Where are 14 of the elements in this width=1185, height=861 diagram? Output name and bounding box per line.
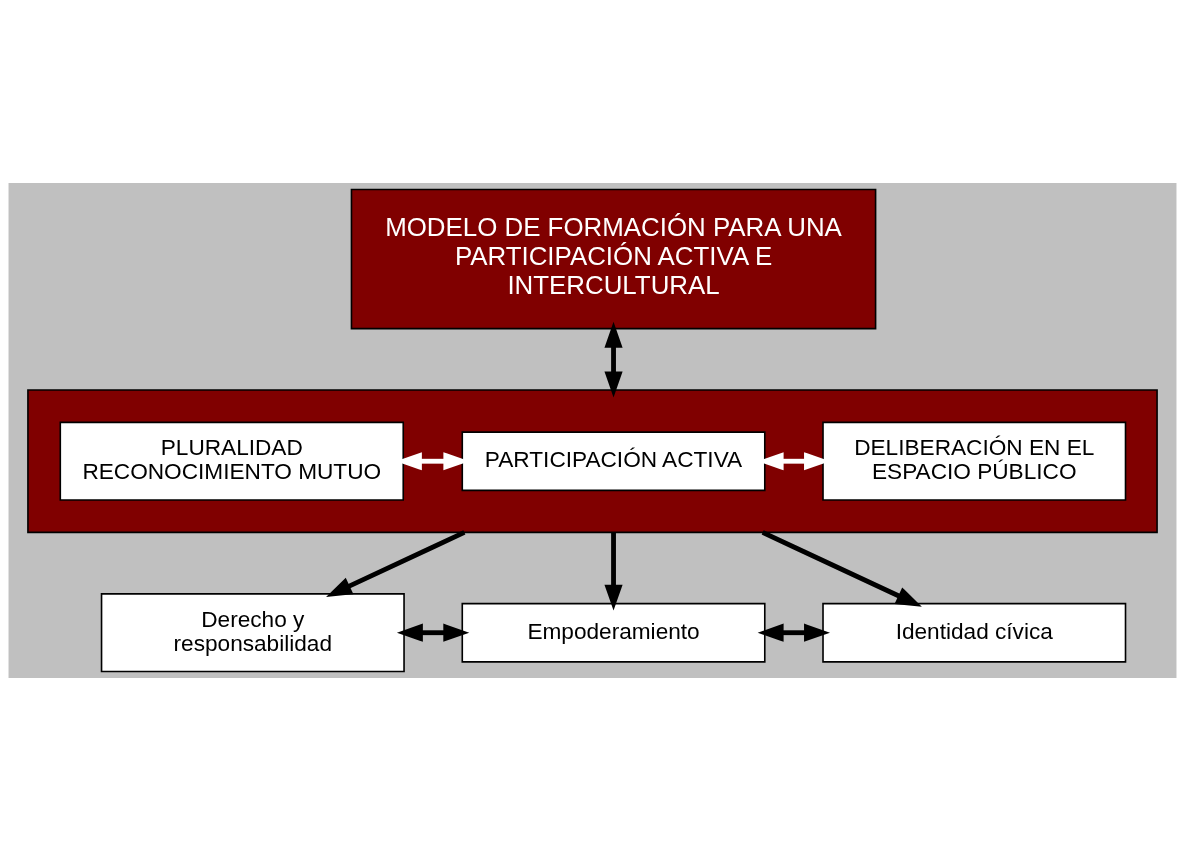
node-box: Identidad cívica	[822, 602, 1127, 663]
node-box: DELIBERACIÓN EN EL ESPACIO PÚBLICO	[822, 421, 1127, 501]
arrow	[396, 623, 470, 642]
node-box: MODELO DE FORMACIÓN PARA UNA PARTICIPACIÓN ACTIVA E INTERCULTURAL	[350, 188, 877, 330]
node-box: PARTICIPACIÓN ACTIVA	[461, 431, 766, 492]
arrow	[757, 623, 830, 642]
node-box: Empoderamiento	[461, 602, 766, 663]
arrow	[604, 321, 623, 398]
node-box: Derecho y responsabilidad	[100, 593, 405, 673]
arrow	[326, 530, 466, 597]
cluster	[27, 389, 1158, 534]
arrow	[761, 530, 922, 607]
node-box: PLURALIDAD RECONOCIMIENTO MUTUO	[59, 421, 405, 501]
arrow	[604, 532, 623, 611]
